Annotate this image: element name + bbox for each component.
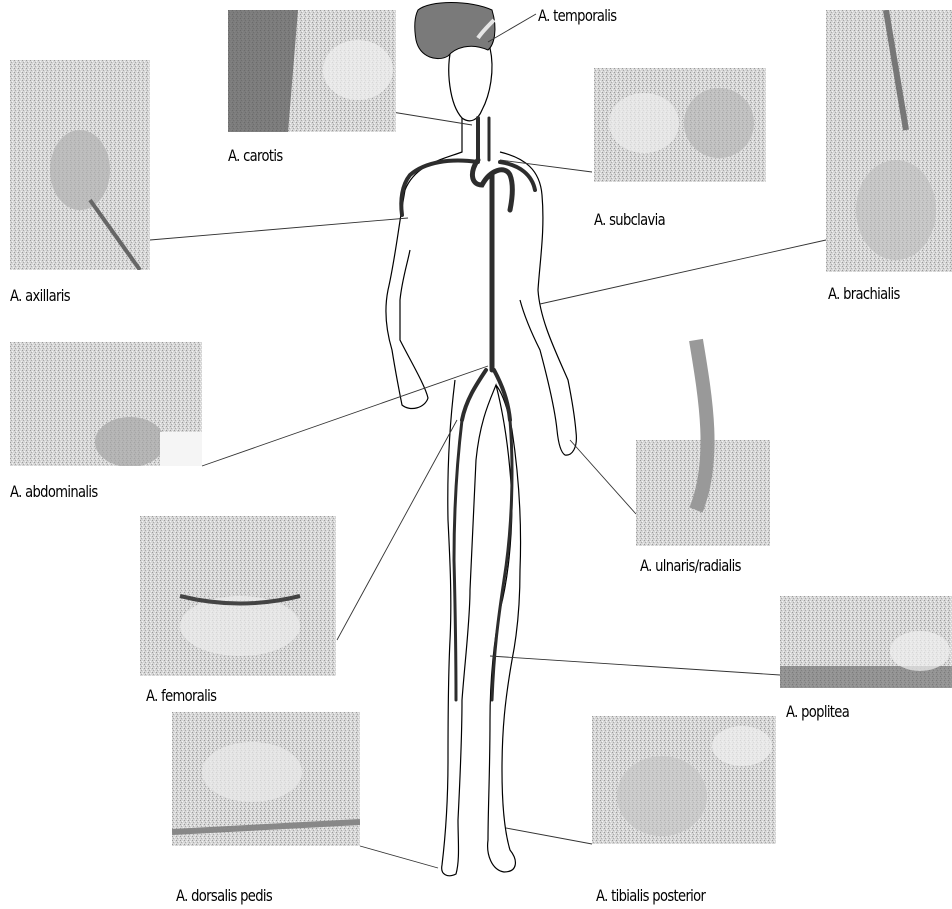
photo-tibialis-posterior xyxy=(592,716,776,844)
photo-ulnaris-radialis xyxy=(636,300,770,546)
photo-poplitea xyxy=(780,596,952,688)
label-dorsalis-pedis: A. dorsalis pedis xyxy=(176,886,272,905)
photo-axillaris xyxy=(10,60,150,270)
label-temporalis: A. temporalis xyxy=(538,6,616,25)
label-poplitea: A. poplitea xyxy=(786,702,849,721)
label-brachialis: A. brachialis xyxy=(828,284,900,303)
photo-dorsalis-pedis xyxy=(172,712,360,846)
photo-brachialis xyxy=(826,10,952,272)
photo-carotis xyxy=(228,10,396,132)
label-ulnaris-radialis: A. ulnaris/radialis xyxy=(640,556,741,575)
leader-tibialis xyxy=(506,828,592,844)
leader-dorsalis xyxy=(360,846,438,868)
leader-ulnaris xyxy=(570,440,636,514)
leader-axillaris xyxy=(150,218,408,240)
label-femoralis: A. femoralis xyxy=(146,686,216,705)
leader-brachialis xyxy=(540,240,826,304)
label-tibialis-posterior: A. tibialis posterior xyxy=(596,886,705,905)
leader-abdominalis xyxy=(202,366,488,466)
label-carotis: A. carotis xyxy=(228,146,283,165)
head-outline xyxy=(449,45,492,121)
leader-poplitea xyxy=(490,656,780,675)
leader-femoralis xyxy=(337,420,457,640)
photo-subclavia xyxy=(594,68,766,182)
photo-abdominalis xyxy=(10,342,202,466)
photo-femoralis xyxy=(140,516,336,676)
label-abdominalis: A. abdominalis xyxy=(10,482,98,501)
femoral-left xyxy=(454,420,462,700)
label-axillaris: A. axillaris xyxy=(10,286,70,305)
leader-carotis xyxy=(392,112,472,125)
iliac-left xyxy=(462,370,486,420)
left-subclavian xyxy=(401,161,478,215)
label-subclavia: A. subclavia xyxy=(594,210,665,229)
arterial-tree xyxy=(401,118,535,700)
